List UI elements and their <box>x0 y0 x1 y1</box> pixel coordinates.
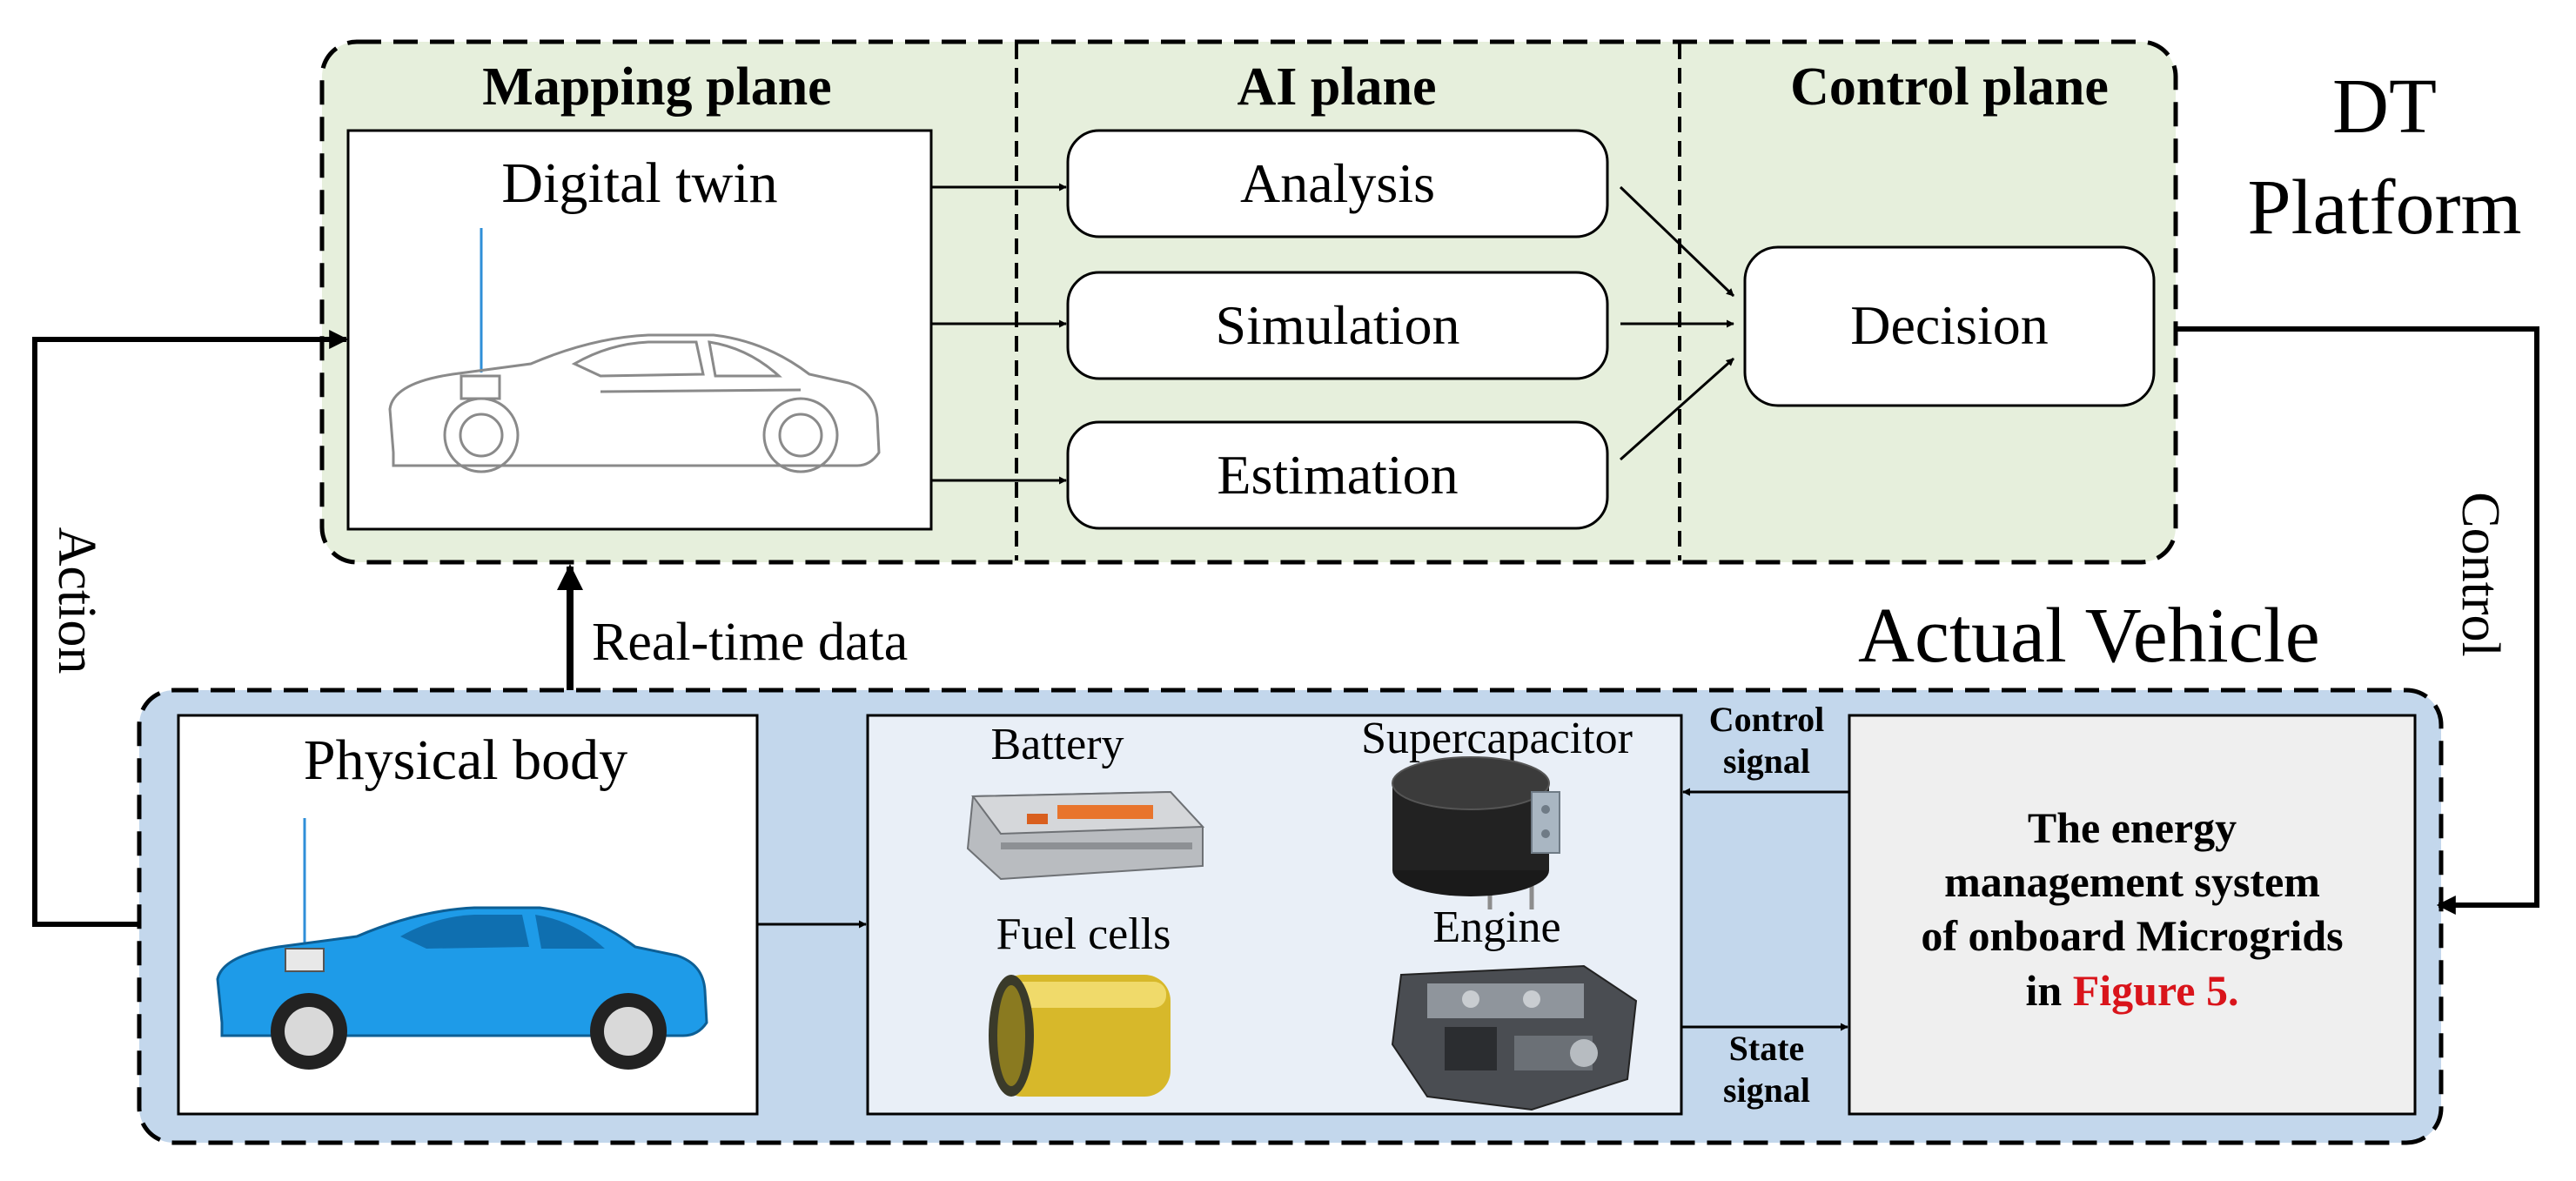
arrow-analysis-to-decision <box>1619 185 1735 298</box>
state-signal-line1: State <box>1729 1029 1805 1068</box>
arrow-control-loop <box>2176 326 2539 915</box>
analysis-label: Analysis <box>1240 152 1435 214</box>
physical-car-icon <box>216 818 708 1070</box>
actual-vehicle-title: Actual Vehicle <box>1858 593 2320 679</box>
control-signal-line1: Control <box>1709 700 1825 739</box>
arrow-action-loop <box>32 330 349 927</box>
physical-body-label: Physical body <box>304 728 627 792</box>
ems-box <box>1848 714 2417 1116</box>
simulation-box <box>1066 271 1609 380</box>
decision-label: Decision <box>1850 294 2049 356</box>
ems-line4-prefix: in <box>2026 966 2073 1015</box>
arrow-estimation-to-decision <box>1620 357 1734 461</box>
dt-title-line1: DT <box>2332 64 2437 150</box>
estimation-box <box>1066 420 1609 530</box>
supercapacitor-icon <box>1392 756 1560 909</box>
ems-line1: The energy <box>2028 803 2237 852</box>
analysis-box <box>1066 129 1609 238</box>
simulation-label: Simulation <box>1216 294 1460 356</box>
action-label: Action <box>47 527 106 674</box>
ems-line3: of onboard Microgrids <box>1921 911 2343 960</box>
ems-line4: in Figure 5. <box>2026 966 2239 1015</box>
digital-twin-car-icon <box>388 228 881 473</box>
decision-box <box>1743 245 2156 407</box>
real-time-data-label: Real-time data <box>592 613 908 672</box>
dt-title-line2: Platform <box>2248 164 2522 251</box>
battery-pack-icon <box>966 790 1205 881</box>
fuel-cell-tank-icon <box>989 975 1171 1097</box>
ai-plane-label: AI plane <box>1237 57 1436 117</box>
digital-twin-box <box>346 129 933 531</box>
estimation-label: Estimation <box>1217 444 1458 506</box>
battery-label: Battery <box>990 720 1124 769</box>
fuel-cells-label: Fuel cells <box>996 909 1171 959</box>
engine-icon <box>1391 964 1638 1111</box>
engine-label: Engine <box>1432 903 1560 952</box>
control-signal-line2: signal <box>1723 741 1810 781</box>
control-label: Control <box>2451 492 2510 656</box>
digital-twin-label: Digital twin <box>501 151 777 215</box>
control-plane-label: Control plane <box>1790 57 2109 117</box>
figure-5-link[interactable]: Figure 5. <box>2073 966 2239 1015</box>
mapping-plane-label: Mapping plane <box>482 57 831 117</box>
ems-line2: management system <box>1944 857 2320 906</box>
state-signal-line2: signal <box>1723 1070 1810 1110</box>
supercapacitor-label: Supercapacitor <box>1361 714 1633 763</box>
